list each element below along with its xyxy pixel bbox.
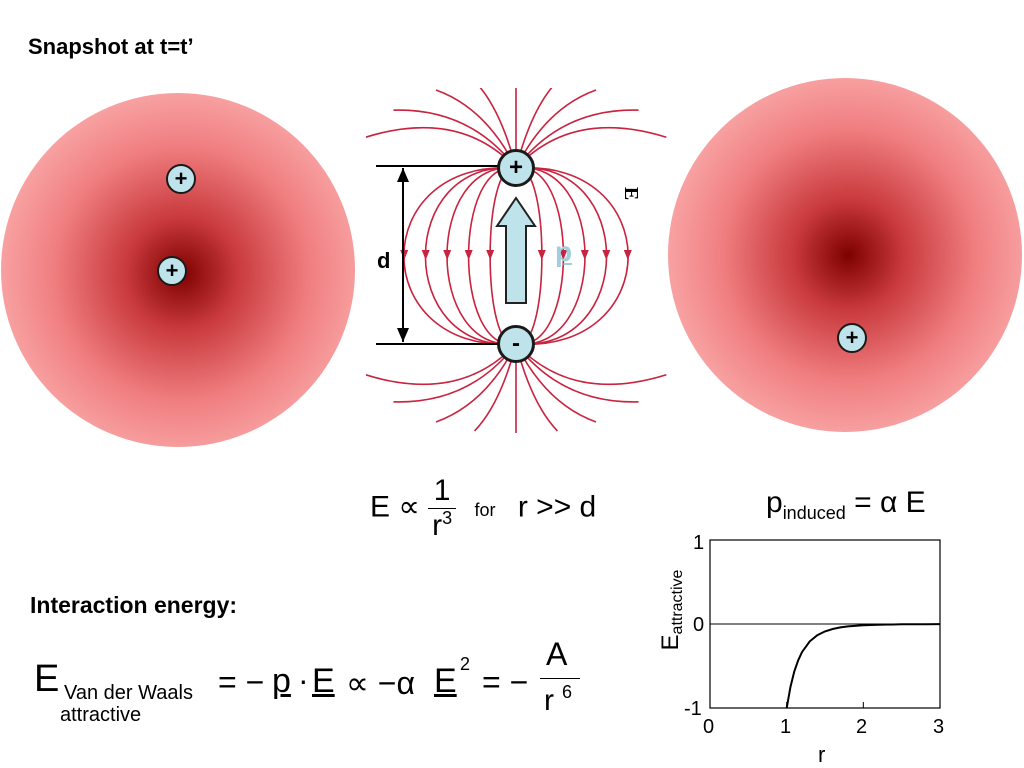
field-relation-prop: ∝ xyxy=(398,490,420,524)
vdw-equation: E Van der Waals attractive = − p · E ∝ −… xyxy=(34,634,594,734)
x-tick-3: 3 xyxy=(933,716,945,738)
field-relation-condition: r >> d xyxy=(517,490,597,524)
field-arrow-7 xyxy=(421,250,430,260)
left-atom-charge-top: + xyxy=(166,164,196,194)
y-tick-1: 1 xyxy=(693,532,705,554)
field-relation-num: 1 xyxy=(428,474,457,509)
y-axis-label: Eattractive xyxy=(657,535,687,685)
field-ray-bottom-0 xyxy=(366,343,517,386)
field-arrow-3 xyxy=(464,250,473,260)
vdw-num: A xyxy=(546,636,568,672)
vdw-p: p xyxy=(272,662,291,700)
field-relation-fraction: 1 r3 xyxy=(428,474,457,543)
field-relation-for: for xyxy=(474,500,496,521)
vdw-E: E xyxy=(34,658,60,700)
vdw-E-vector: E xyxy=(312,662,335,700)
field-relation-equation: E ∝ 1 r3 for r >> d xyxy=(370,474,596,543)
vdw-den-base: r xyxy=(544,684,554,717)
induced-dipole-equation: pinduced = α E xyxy=(766,486,926,523)
y-axis-label-main: E xyxy=(657,634,684,651)
field-arrow-9 xyxy=(400,250,409,260)
attractive-energy-chart xyxy=(709,539,941,709)
y-tick-0: 0 xyxy=(693,614,705,636)
dipole-moment-arrow xyxy=(495,196,537,304)
x-axis-label: r xyxy=(818,742,826,767)
right-atom-sphere xyxy=(668,78,1022,432)
vdw-prop: ∝ −α xyxy=(346,665,415,701)
vdw-den-exp: 6 xyxy=(562,682,573,702)
field-arrow-1 xyxy=(486,250,495,260)
right-atom-charge: + xyxy=(837,323,867,353)
field-arrow-8 xyxy=(602,250,611,260)
x-tick-0: 0 xyxy=(703,716,715,738)
induced-p: p xyxy=(766,486,783,519)
dipole-positive-charge: + xyxy=(497,149,535,187)
y-axis-label-sub: attractive xyxy=(669,569,687,635)
field-ray-bottom-1 xyxy=(393,343,517,403)
interaction-energy-heading: Interaction energy: xyxy=(30,592,238,618)
vdw-fraction-bar xyxy=(540,678,580,679)
field-arrow-2 xyxy=(537,250,546,260)
vdw-mid2: = − xyxy=(482,664,529,700)
field-ray-top-0 xyxy=(366,126,517,169)
vdw-E-squared: E xyxy=(434,662,457,700)
dipole-negative-charge: - xyxy=(497,325,535,363)
vdw-exp2: 2 xyxy=(460,654,471,674)
vdw-sub-bottom: attractive xyxy=(60,704,142,726)
dipole-field-diagram xyxy=(366,88,667,433)
field-ray-top-7 xyxy=(515,109,639,169)
field-arrows xyxy=(400,250,632,260)
x-tick-1: 1 xyxy=(780,716,792,738)
field-loop-6 xyxy=(424,167,517,345)
field-ray-bottom-7 xyxy=(515,343,639,403)
field-arrow-5 xyxy=(443,250,452,260)
field-relation-lhs: E xyxy=(370,490,391,524)
vdw-sub-top: Van der Waals xyxy=(64,682,193,704)
field-ray-top-1 xyxy=(393,109,517,169)
distance-arrowhead-down xyxy=(397,328,409,342)
series-curve xyxy=(785,623,941,709)
field-relation-den: r3 xyxy=(428,509,456,543)
vdw-mid1: = − xyxy=(218,664,265,700)
field-ray-bottom-8 xyxy=(515,343,667,386)
field-relation-den-exp: 3 xyxy=(442,508,453,528)
x-tick-2: 2 xyxy=(856,716,868,738)
field-ray-top-8 xyxy=(515,126,667,169)
dipole-moment-label: p xyxy=(555,236,573,267)
field-arrow-10 xyxy=(623,250,632,260)
y-tick-neg1: -1 xyxy=(684,698,702,720)
left-atom-charge-center: + xyxy=(157,256,187,286)
induced-rhs: = α E xyxy=(854,486,926,519)
induced-sub: induced xyxy=(782,503,846,523)
page-title: Snapshot at t=t’ xyxy=(28,34,194,59)
distance-arrowhead-up xyxy=(397,168,409,182)
field-arrow-4 xyxy=(559,250,568,260)
field-arrow-6 xyxy=(580,250,589,260)
distance-label: d xyxy=(377,248,391,273)
field-loop-8 xyxy=(403,167,517,345)
vdw-dot: · xyxy=(298,662,309,698)
field-relation-den-base: r xyxy=(432,509,443,542)
field-label: E xyxy=(620,186,643,201)
